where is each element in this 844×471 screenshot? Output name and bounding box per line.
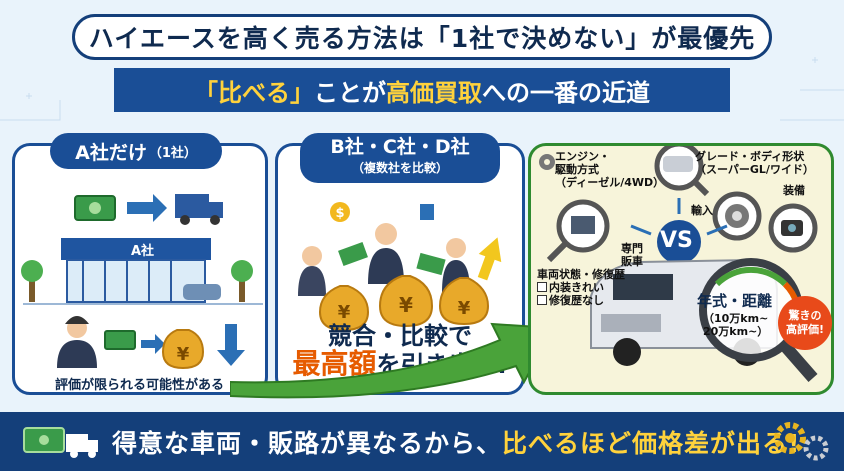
bottom-banner: 得意な車両・販路が異なるから、比べるほど価格差が出る! (0, 412, 844, 471)
bottom-message-main: 得意な車両・販路が異なるから、 (112, 429, 503, 458)
magnifier-camera-icon (768, 203, 818, 253)
subtitle-mid: ことが (314, 78, 386, 107)
specialist-label: 専門 販車 (621, 242, 643, 268)
connector-arrows (630, 198, 728, 236)
equipment-label: 装備 (783, 184, 805, 197)
svg-text:$: $ (335, 206, 344, 221)
mileage-range-label: （10万km~ 20万km~） (703, 312, 769, 338)
arrow-up-icon (477, 237, 502, 281)
evaluation-illustration (539, 146, 818, 382)
arrow-right-icon (127, 194, 167, 222)
condition-item-2-text: 修復歴なし (549, 294, 604, 307)
store-sign: A社 (131, 244, 155, 259)
checkbox-icon (537, 282, 547, 292)
money-truck-icon (23, 427, 98, 458)
engine-label-text: エンジン・ 駆動方式 （ディーゼル/4WD） (555, 150, 665, 189)
subtitle-end: への一番の近道 (482, 78, 650, 107)
grade-label: グレード・ボディ形状 （スーパーGL/ワイド） (695, 150, 814, 176)
subtitle-highlight: 高価買取 (386, 78, 482, 107)
salesperson-icon (57, 316, 97, 368)
coin-icon (330, 202, 350, 222)
grade-label-text: グレード・ボディ形状 （スーパーGL/ワイド） (695, 150, 814, 176)
burst-text: 驚きの 高評価! (785, 309, 825, 336)
money-small-icon (104, 330, 136, 350)
business-people-icon (298, 223, 470, 296)
vs-label: VS (660, 228, 693, 253)
magnifier-engine-icon (546, 199, 610, 263)
condition-item-1: 内装きれい (537, 281, 625, 294)
panel-b-message-highlight: 最高額 (292, 347, 377, 380)
gear-icon (539, 154, 555, 170)
panel-single-company: ¥ A社 評価が限られる可能性がある (12, 143, 268, 395)
single-company-illustration: ¥ (21, 194, 263, 370)
engine-label: エンジン・ 駆動方式 （ディーゼル/4WD） (555, 150, 664, 189)
arrow-small-icon (141, 334, 165, 354)
panel-b-header-main: B社・C社・D社 (330, 136, 470, 158)
high-evaluation-burst: 驚きの 高評価! (778, 296, 832, 350)
svg-text:¥: ¥ (177, 344, 190, 365)
panel-b-header: B社・C社・D社 （複数社を比較） (300, 133, 500, 183)
money-bags-icon: ¥ ¥ ¥ (318, 275, 490, 332)
page-title: ハイエースを高く売る方法は「1社で決めない」が最優先 (72, 14, 772, 60)
svg-text:¥: ¥ (338, 302, 351, 323)
year-mileage-label: 年式・距離 (697, 292, 773, 310)
panel-evaluation-points: エンジン・ 駆動方式 （ディーゼル/4WD） グレード・ボディ形状 （スーパーG… (528, 143, 834, 395)
bottom-message: 得意な車両・販路が異なるから、比べるほど価格差が出る! (112, 424, 800, 460)
magnifier-wheel-icon (712, 191, 762, 241)
panel-b-message-line1: 競合・比較で (328, 322, 472, 350)
arrow-down-icon (217, 324, 245, 366)
condition-title: 車両状態・修復歴 (537, 268, 625, 281)
money-bag-icon: ¥ (161, 329, 205, 370)
gears-icon (774, 422, 829, 461)
svg-text:¥: ¥ (399, 293, 413, 317)
bottom-message-highlight: 比べるほど価格差が出る! (502, 429, 801, 458)
panel-a-header: A社だけ （1社） (50, 133, 222, 169)
condition-item-1-text: 内装きれい (549, 281, 604, 294)
vs-circle (657, 220, 701, 264)
panel-b-header-small: （複数社を比較） (351, 161, 448, 175)
truck-icon (175, 194, 223, 225)
subtitle-banner: 「比べる」 ことが 高価買取 への一番の近道 (114, 68, 730, 112)
condition-box: 車両状態・修復歴 内装きれい 修復歴なし (537, 268, 625, 307)
single-company-caption: 評価が限られる可能性がある (55, 378, 225, 393)
magnifier-van-icon (654, 146, 710, 197)
building-icon (420, 204, 434, 220)
checkbox-icon (537, 295, 547, 305)
svg-text:¥: ¥ (458, 298, 471, 319)
panel-a-header-small: （1社） (148, 145, 197, 161)
store-building-icon (21, 238, 253, 303)
condition-item-2: 修復歴なし (537, 294, 625, 307)
multiple-companies-illustration: $ ¥ ¥ ¥ (298, 202, 502, 332)
panel-a-header-main: A社だけ (75, 141, 147, 164)
green-arrow-icon (230, 322, 556, 399)
subtitle-compare: 「比べる」 (194, 78, 314, 107)
import-label: 輸入 (691, 204, 713, 217)
